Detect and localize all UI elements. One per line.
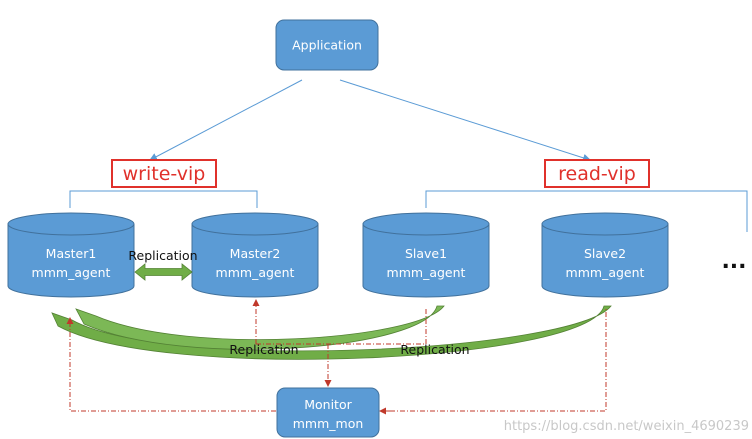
write-vip-box: write-vip <box>111 159 217 188</box>
slave2-replication-label: Replication <box>400 342 469 357</box>
write-vip-label: write-vip <box>123 163 206 185</box>
application-connectors <box>149 79 591 162</box>
monitor-node: Monitor mmm_mon <box>276 387 380 438</box>
master-replication-arrow <box>134 263 193 281</box>
more-nodes-ellipsis: ... <box>721 249 746 274</box>
master2-database: Master2 mmm_agent <box>191 212 319 298</box>
monitor-agent: mmm_mon <box>293 416 364 431</box>
master1-name: Master1 <box>46 246 97 261</box>
monitor-connections <box>66 299 607 415</box>
master1-database: Master1 mmm_agent <box>7 212 135 298</box>
application-node: Application <box>275 19 379 71</box>
slave1-name: Slave1 <box>405 246 447 261</box>
master2-agent: mmm_agent <box>216 265 295 280</box>
read-vip-label: read-vip <box>558 163 636 185</box>
vip-bus-lines <box>69 190 748 232</box>
slave1-agent: mmm_agent <box>387 265 466 280</box>
master1-agent: mmm_agent <box>32 265 111 280</box>
slave-replication-arrows <box>51 305 612 360</box>
master-replication-label: Replication <box>128 248 197 263</box>
slave2-database: Slave2 mmm_agent <box>541 212 669 298</box>
master2-name: Master2 <box>230 246 281 261</box>
application-label: Application <box>292 38 362 53</box>
watermark: https://blog.csdn.net/weixin_4690239 <box>504 419 749 434</box>
slave1-database: Slave1 mmm_agent <box>362 212 490 298</box>
read-vip-box: read-vip <box>544 159 650 188</box>
slave1-replication-label: Replication <box>229 342 298 357</box>
slave2-agent: mmm_agent <box>566 265 645 280</box>
slave2-name: Slave2 <box>584 246 626 261</box>
monitor-name: Monitor <box>304 397 352 412</box>
